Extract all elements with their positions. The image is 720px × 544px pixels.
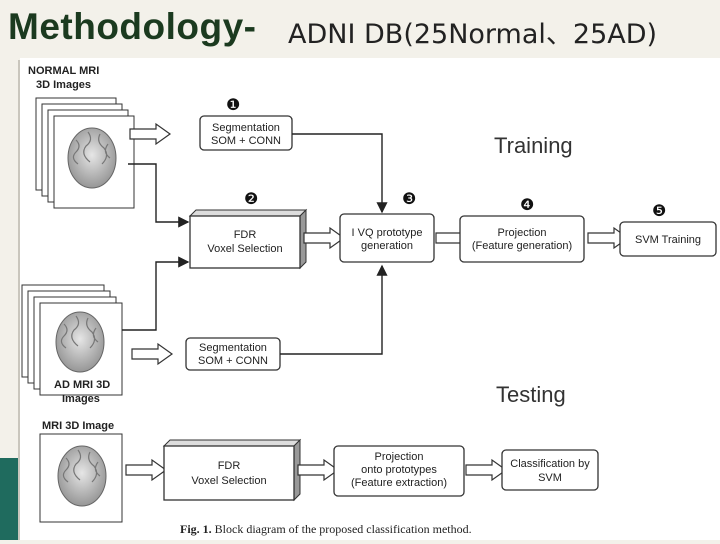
block-diagram-figure: NORMAL MRI 3D Images AD MRI 3D Images MR… (20, 58, 720, 540)
fdr-label-2: Voxel Selection (207, 243, 282, 255)
fdr-label: FDR (234, 229, 257, 241)
vq-label: I VQ prototype (352, 227, 423, 239)
normal-input-label: NORMAL MRI (28, 65, 99, 77)
projection-label-2: (Feature generation) (472, 240, 572, 252)
normal-input-label-2: 3D Images (36, 79, 91, 91)
arrow-icon (465, 459, 507, 481)
caption-label: Fig. 1. (180, 522, 212, 536)
ad-mri-stack (21, 284, 123, 396)
testing-label: Testing (496, 382, 566, 407)
brain-scan-icon (67, 127, 117, 189)
arrow-icon (303, 227, 345, 249)
step-marker-1: ❶ (226, 97, 240, 114)
segmentation-top-label: Segmentation (212, 122, 280, 134)
segmentation-top-label-2: SOM + CONN (211, 135, 281, 147)
classification-box (501, 449, 599, 491)
vq-label-2: generation (361, 240, 413, 252)
arrow-icon (297, 459, 339, 481)
test-fdr-label: FDR (218, 460, 241, 472)
step-marker-4: ❹ (520, 197, 534, 214)
connector-line (122, 256, 190, 331)
segmentation-top-box (199, 115, 293, 151)
step-marker-3: ❸ (402, 191, 416, 208)
slide-title-bar: Methodology- ADNI DB(25Normal、25AD) (0, 0, 720, 58)
arrow-icon (125, 459, 167, 481)
connector-line (128, 163, 190, 228)
arrow-icon (129, 123, 171, 145)
projection-label: Projection (498, 227, 547, 239)
test-input-label: MRI 3D Image (42, 420, 114, 432)
brain-scan-icon (55, 311, 105, 373)
segmentation-bottom-label: Segmentation (199, 342, 267, 354)
normal-mri-stack (35, 97, 135, 209)
test-fdr-label-2: Voxel Selection (191, 475, 266, 487)
fdr-voxel-selection-box (188, 208, 308, 270)
slide-title: Methodology- (8, 6, 257, 47)
left-accent-bar (0, 458, 18, 540)
figure-caption: Fig. 1. Block diagram of the proposed cl… (180, 522, 472, 537)
left-divider (18, 60, 20, 540)
vq-prototype-box (339, 213, 435, 263)
training-label: Training (494, 133, 573, 158)
svm-training-box (619, 221, 717, 257)
ad-input-label-2: Images (62, 393, 100, 405)
arrow-icon (131, 343, 173, 365)
classification-label-2: SVM (538, 472, 562, 484)
connector-line (280, 264, 388, 355)
classification-label: Classification by (510, 458, 590, 470)
brain-scan-icon (57, 445, 107, 507)
test-projection-label-2: onto prototypes (361, 464, 437, 476)
test-projection-label: Projection (375, 451, 424, 463)
ad-input-label: AD MRI 3D (54, 379, 110, 391)
slide-subtitle: ADNI DB(25Normal、25AD) (288, 19, 658, 50)
test-projection-label-3: (Feature extraction) (351, 477, 447, 489)
segmentation-bottom-label-2: SOM + CONN (198, 355, 268, 367)
test-mri-image (39, 433, 123, 523)
svm-training-label: SVM Training (635, 234, 701, 246)
step-marker-2: ❷ (244, 191, 258, 208)
caption-text: Block diagram of the proposed classifica… (214, 522, 472, 536)
step-marker-5: ❺ (652, 203, 666, 220)
projection-box (459, 215, 585, 263)
connector-line (292, 133, 388, 214)
test-fdr-box (162, 438, 302, 502)
test-projection-box (333, 445, 465, 497)
